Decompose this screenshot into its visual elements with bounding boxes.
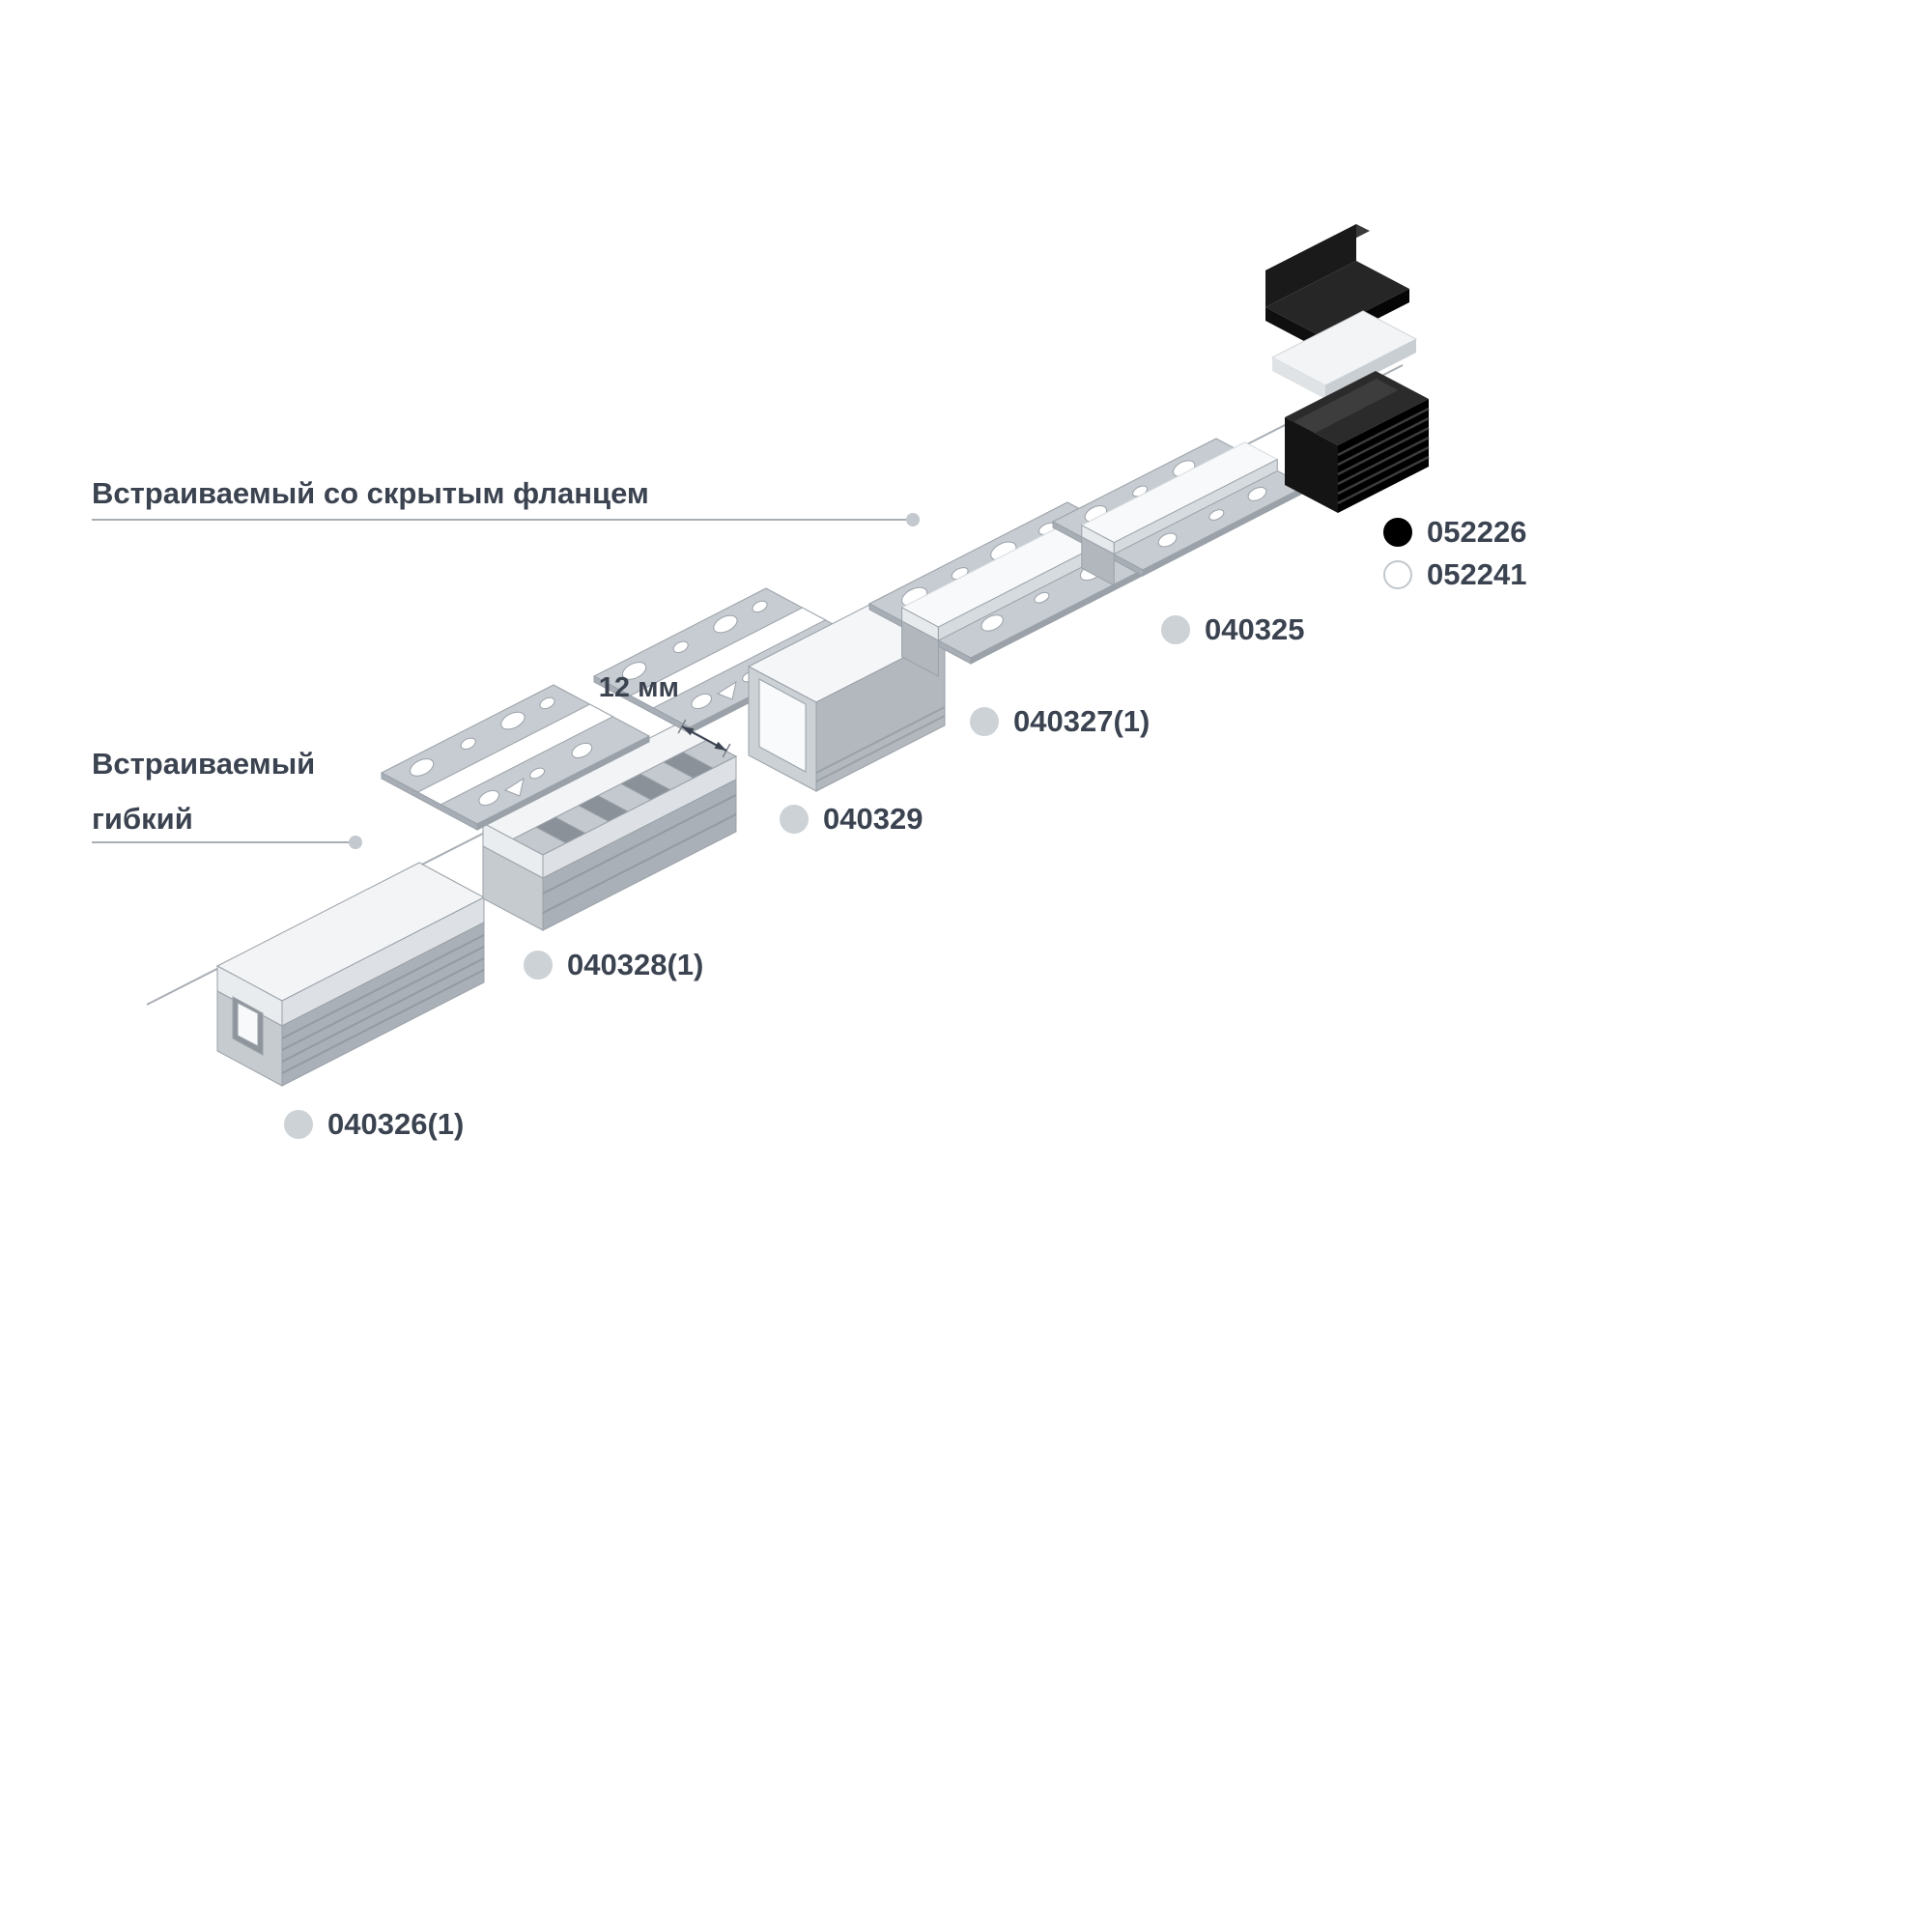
leader-line-flexible — [92, 836, 362, 849]
product-bullet-040329 — [780, 805, 809, 834]
dimension-label-12mm: 12 мм — [598, 672, 679, 703]
category-label-recessed-hidden-flange: Встраиваемый со скрытым фланцем — [92, 476, 649, 510]
profile-040325-drawing — [1051, 438, 1308, 586]
product-code: 040328(1) — [567, 948, 704, 981]
product-label-040326: 040326(1) — [284, 1107, 464, 1142]
product-label-040325: 040325 — [1161, 612, 1304, 647]
product-bullet-040325 — [1161, 615, 1190, 644]
product-label-052226: 052226 — [1383, 515, 1526, 550]
profile-040329-drawing — [747, 600, 947, 792]
product-bullet-052241 — [1383, 560, 1412, 589]
product-code: 040326(1) — [327, 1107, 465, 1141]
product-bullet-052226 — [1383, 518, 1412, 547]
category-label-recessed-flexible: Встраиваемый гибкий — [92, 747, 316, 836]
flange-plate-drawing-1 — [380, 684, 651, 831]
product-bullet-040328 — [524, 951, 553, 980]
profile-040328-drawing — [481, 724, 738, 931]
dimension-arrow-12mm — [677, 719, 731, 758]
product-bullet-040326 — [284, 1110, 313, 1139]
product-code: 052241 — [1427, 557, 1527, 591]
profile-052226-drawing — [1265, 224, 1430, 513]
product-code: 040329 — [823, 802, 923, 836]
product-label-040328: 040328(1) — [524, 948, 703, 982]
profile-040326-drawing — [215, 862, 486, 1087]
product-label-040327: 040327(1) — [970, 704, 1150, 739]
product-code: 040325 — [1205, 612, 1305, 646]
product-code: 052226 — [1427, 515, 1527, 549]
product-label-052241: 052241 — [1383, 557, 1526, 592]
product-bullet-040327 — [970, 707, 999, 736]
product-code: 040327(1) — [1013, 704, 1151, 738]
leader-line-hidden-flange — [92, 513, 920, 526]
product-label-040329: 040329 — [780, 802, 923, 837]
